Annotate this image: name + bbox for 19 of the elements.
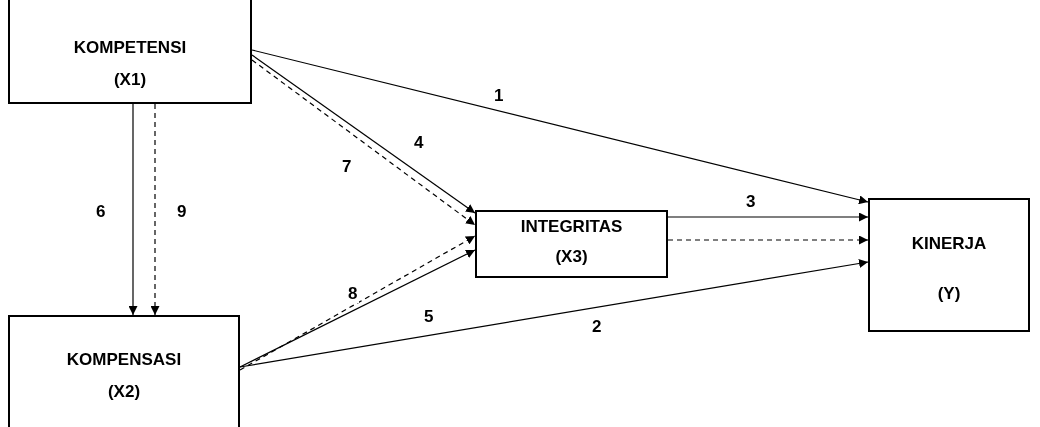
edge-label: 8 [346, 285, 360, 303]
variable-code: (X3) [555, 247, 588, 267]
variable-name: KINERJA [911, 234, 987, 254]
dashed-arrow [150, 103, 160, 316]
variable-code: (X1) [113, 70, 147, 90]
variable-box [868, 198, 1030, 332]
arrow [128, 103, 138, 316]
variable-box [475, 210, 668, 278]
variable-box [8, 0, 252, 104]
arrow [251, 49, 869, 205]
arrow [667, 212, 869, 222]
variable-box [8, 315, 240, 427]
variable-name: KOMPENSASI [66, 350, 182, 370]
variable-code: (X2) [107, 382, 141, 402]
variable-name: INTEGRITAS [520, 217, 623, 237]
dashed-arrow [667, 235, 869, 245]
variable-code: (Y) [937, 284, 961, 304]
arrow [239, 259, 869, 368]
variable-name: KOMPETENSI [73, 38, 187, 58]
